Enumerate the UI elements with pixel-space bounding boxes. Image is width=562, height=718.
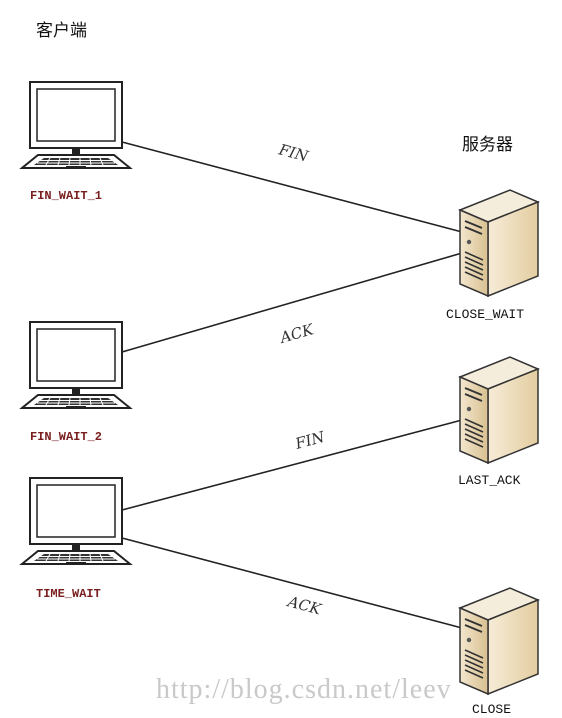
- client-laptop-icon-2: [21, 321, 131, 409]
- fin-line-2: [121, 419, 463, 511]
- server-state-close-wait: CLOSE_WAIT: [446, 307, 524, 322]
- fin-message-label-1: FIN: [276, 140, 311, 165]
- server-tower-icon-1: [459, 189, 539, 297]
- watermark-text: http://blog.csdn.net/leev: [156, 674, 452, 705]
- server-tower-icon-2: [459, 356, 539, 464]
- ack-message-label-2: ACK: [284, 592, 324, 619]
- client-laptop-icon-3: [21, 477, 131, 565]
- server-tower-icon-3: [459, 587, 539, 695]
- server-heading: 服务器: [462, 135, 513, 155]
- client-laptop-icon-1: [21, 81, 131, 169]
- client-heading: 客户端: [36, 21, 87, 41]
- client-state-time-wait: TIME_WAIT: [36, 587, 101, 601]
- fin-line-1: [121, 141, 463, 233]
- client-state-fin-wait-2: FIN_WAIT_2: [30, 430, 102, 444]
- client-state-fin-wait-1: FIN_WAIT_1: [30, 189, 102, 203]
- server-state-close: CLOSE: [472, 702, 511, 717]
- ack-line-1: [121, 252, 463, 353]
- fin-message-label-2: FIN: [292, 428, 327, 453]
- ack-message-label-1: ACK: [276, 320, 316, 347]
- ack-line-2: [121, 537, 463, 629]
- server-state-last-ack: LAST_ACK: [458, 473, 521, 488]
